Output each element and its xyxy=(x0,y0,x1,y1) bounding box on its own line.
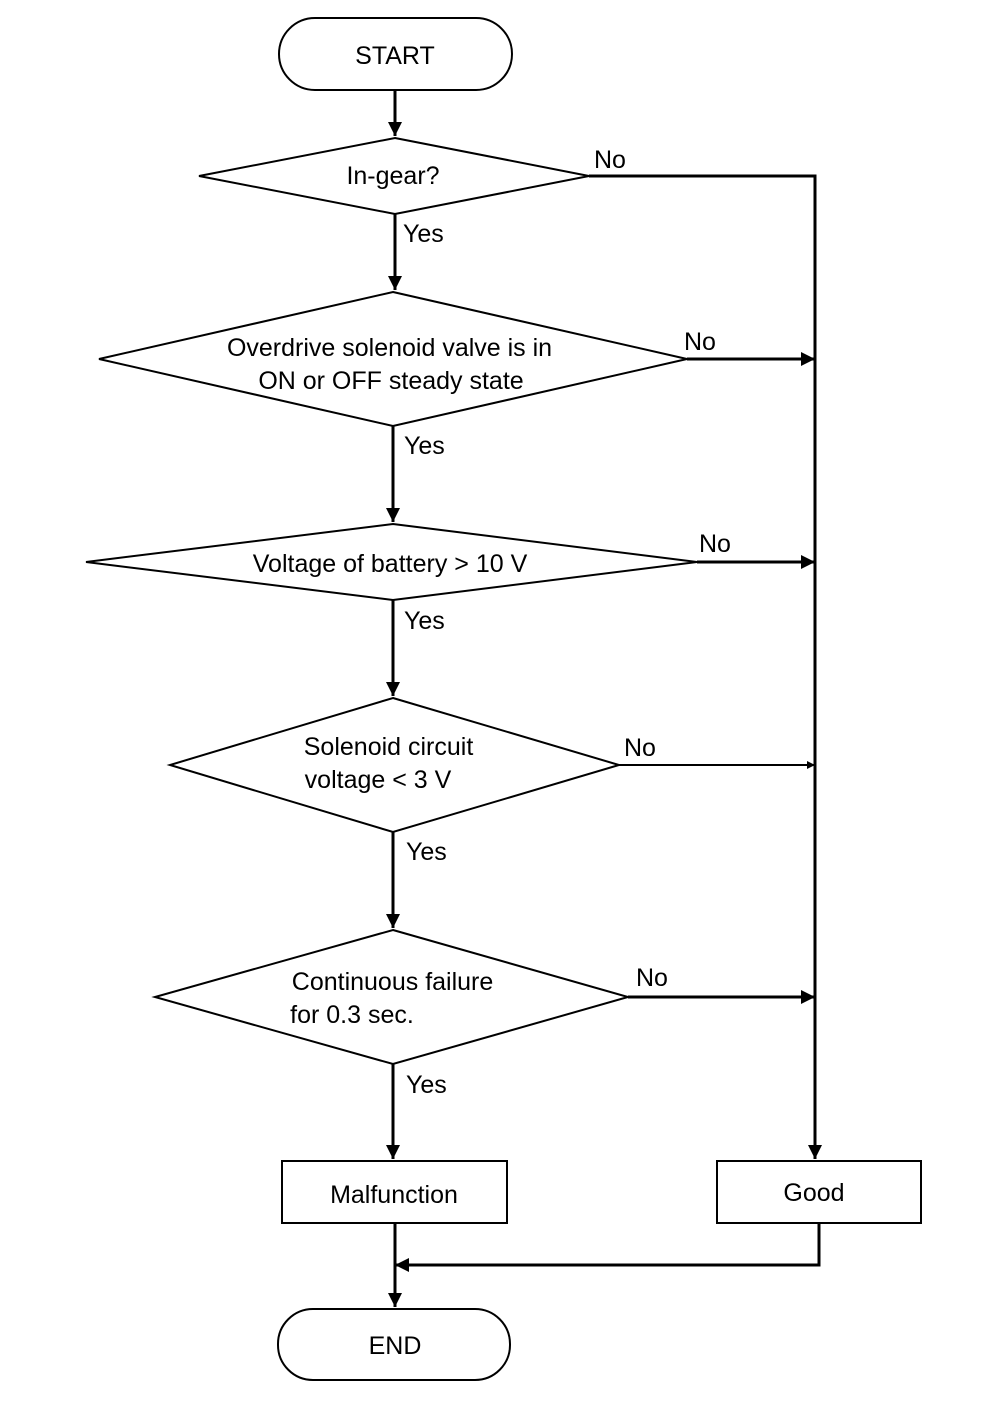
good-label: Good xyxy=(783,1179,844,1207)
decision-battery-voltage: Voltage of battery > 10 V xyxy=(85,522,698,602)
decision-overdrive-solenoid: Overdrive solenoid valve is in ON or OFF… xyxy=(98,290,688,428)
decision-continuous-failure-label: Continuous failure for 0.3 sec. xyxy=(290,968,500,1029)
yes-label-in-gear: Yes xyxy=(403,220,444,248)
start-terminal: START xyxy=(278,17,513,91)
no-label-continuous-failure: No xyxy=(636,964,668,992)
yes-label-solenoid-circuit: Yes xyxy=(406,838,447,866)
no-label-battery: No xyxy=(699,530,731,558)
decision-battery-voltage-label: Voltage of battery > 10 V xyxy=(253,550,528,578)
malfunction-label: Malfunction xyxy=(330,1181,458,1209)
decision-continuous-failure: Continuous failure for 0.3 sec. xyxy=(151,928,632,1066)
decision-in-gear-label: In-gear? xyxy=(346,162,439,190)
end-terminal: END xyxy=(277,1308,511,1381)
no-label-in-gear: No xyxy=(594,146,626,174)
decision-in-gear: In-gear? xyxy=(198,136,590,216)
yes-label-battery: Yes xyxy=(404,607,445,635)
yes-label-continuous-failure: Yes xyxy=(406,1071,447,1099)
connector-no-trunk-to-good xyxy=(589,174,822,1159)
start-label: START xyxy=(355,42,435,70)
result-malfunction: Malfunction xyxy=(281,1160,508,1224)
decision-solenoid-circuit: Solenoid circuit voltage < 3 V xyxy=(166,696,623,834)
no-label-overdrive: No xyxy=(684,328,716,356)
yes-label-overdrive: Yes xyxy=(404,432,445,460)
no-label-solenoid-circuit: No xyxy=(624,734,656,762)
connector-good-to-merge xyxy=(395,1223,821,1272)
result-good: Good xyxy=(716,1160,922,1224)
end-label: END xyxy=(369,1332,422,1360)
decision-overdrive-solenoid-label: Overdrive solenoid valve is in ON or OFF… xyxy=(227,334,559,395)
decision-solenoid-circuit-label: Solenoid circuit voltage < 3 V xyxy=(304,733,480,794)
